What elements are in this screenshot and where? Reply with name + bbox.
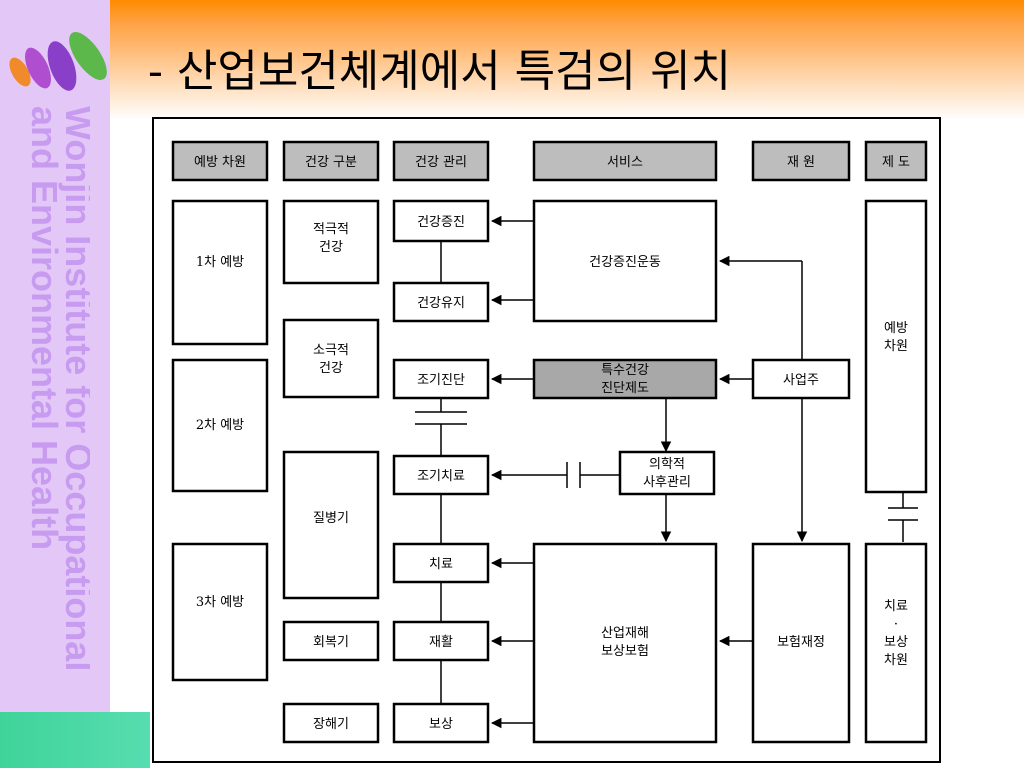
header-health-mgmt: [392, 140, 490, 182]
label-line: 의학적: [649, 457, 685, 472]
label-line: 소극적: [313, 343, 349, 358]
health-system-diagram: 예방 차원 건강 구분 건강 관리 서비스 재 원 제 도: [152, 117, 941, 763]
header-prevention: [171, 140, 269, 182]
box-health-maintenance: [392, 281, 490, 323]
label-line: 보상보험: [601, 644, 649, 659]
label-line: 차원: [884, 653, 908, 668]
label-line: 진단제도: [601, 381, 649, 396]
box-employer: [751, 358, 851, 400]
sidebar-green-bar: [0, 712, 150, 768]
label-compensation: 보상: [429, 717, 453, 732]
institute-name-vertical: Wonjin Institute for Occupational and En…: [24, 106, 90, 671]
label-line: 적극적: [313, 222, 349, 237]
label-line: 치료: [884, 599, 908, 614]
box-prevention-2: [171, 358, 269, 493]
label-early-diagnosis: 조기진단: [417, 373, 465, 388]
page-title: - 산업보건체계에서 특검의 위치: [148, 46, 732, 97]
box-health-promotion: [392, 199, 490, 243]
header-system-label: 제 도: [882, 155, 910, 170]
box-rehabilitation: [392, 620, 490, 662]
label-prevention-1: 1차 예방: [196, 255, 244, 270]
box-prevention-3: [171, 542, 269, 682]
label-line: 사후관리: [643, 475, 691, 490]
box-early-diagnosis: [392, 358, 490, 400]
box-prevention-1: [171, 199, 269, 346]
label-line: ·: [894, 617, 898, 632]
label-line: 차원: [884, 339, 908, 354]
label-health-promotion: 건강증진: [417, 215, 465, 230]
label-line: 특수건강: [601, 363, 649, 378]
logo-leaves-icon: [9, 32, 107, 91]
box-recovery: [282, 620, 380, 662]
label-treatment: 치료: [429, 557, 453, 572]
label-disability: 장해기: [313, 717, 349, 732]
box-system-treatment: [864, 542, 928, 744]
label-health-maintenance: 건강유지: [417, 296, 465, 311]
institute-name-line1: Wonjin Institute for Occupational: [58, 106, 90, 671]
box-insurance-fund: [751, 542, 851, 744]
header-health-class: [282, 140, 380, 182]
label-promotion-campaign: 건강증진운동: [589, 255, 661, 270]
box-passive-health: [282, 318, 380, 399]
label-line: 예방: [884, 321, 908, 336]
label-early-treatment: 조기치료: [417, 469, 465, 484]
box-disability: [282, 702, 380, 744]
label-line: 건강: [319, 240, 343, 255]
box-industrial-insurance: [532, 542, 718, 744]
header-prevention-label: 예방 차원: [194, 155, 246, 170]
label-line: 보상: [884, 635, 908, 650]
header-system: [864, 140, 928, 182]
label-prevention-3: 3차 예방: [196, 595, 244, 610]
box-followup: [618, 450, 716, 496]
label-employer: 사업주: [783, 373, 819, 388]
label-line: 산업재해: [601, 626, 649, 641]
header-finance: [751, 140, 851, 182]
label-disease: 질병기: [313, 511, 349, 526]
header-service: [532, 140, 718, 182]
label-line: 건강: [319, 361, 343, 376]
box-promotion-campaign: [532, 199, 718, 323]
box-disease: [282, 450, 380, 600]
header-finance-label: 재 원: [787, 155, 815, 170]
box-treatment: [392, 542, 490, 584]
box-special-exam: [532, 358, 718, 400]
box-early-treatment: [392, 454, 490, 496]
header-health-mgmt-label: 건강 관리: [415, 155, 467, 170]
institute-name-line2: and Environmental Health: [24, 106, 65, 550]
sidebar: [0, 0, 110, 768]
header-health-class-label: 건강 구분: [305, 155, 357, 170]
header-service-label: 서비스: [607, 155, 643, 170]
box-compensation: [392, 702, 490, 744]
box-active-health: [282, 199, 380, 285]
box-system-prevention: [864, 199, 928, 494]
label-insurance-fund: 보험재정: [777, 635, 825, 650]
label-prevention-2: 2차 예방: [196, 418, 244, 433]
label-rehabilitation: 재활: [429, 635, 453, 650]
label-recovery: 회복기: [313, 635, 349, 650]
